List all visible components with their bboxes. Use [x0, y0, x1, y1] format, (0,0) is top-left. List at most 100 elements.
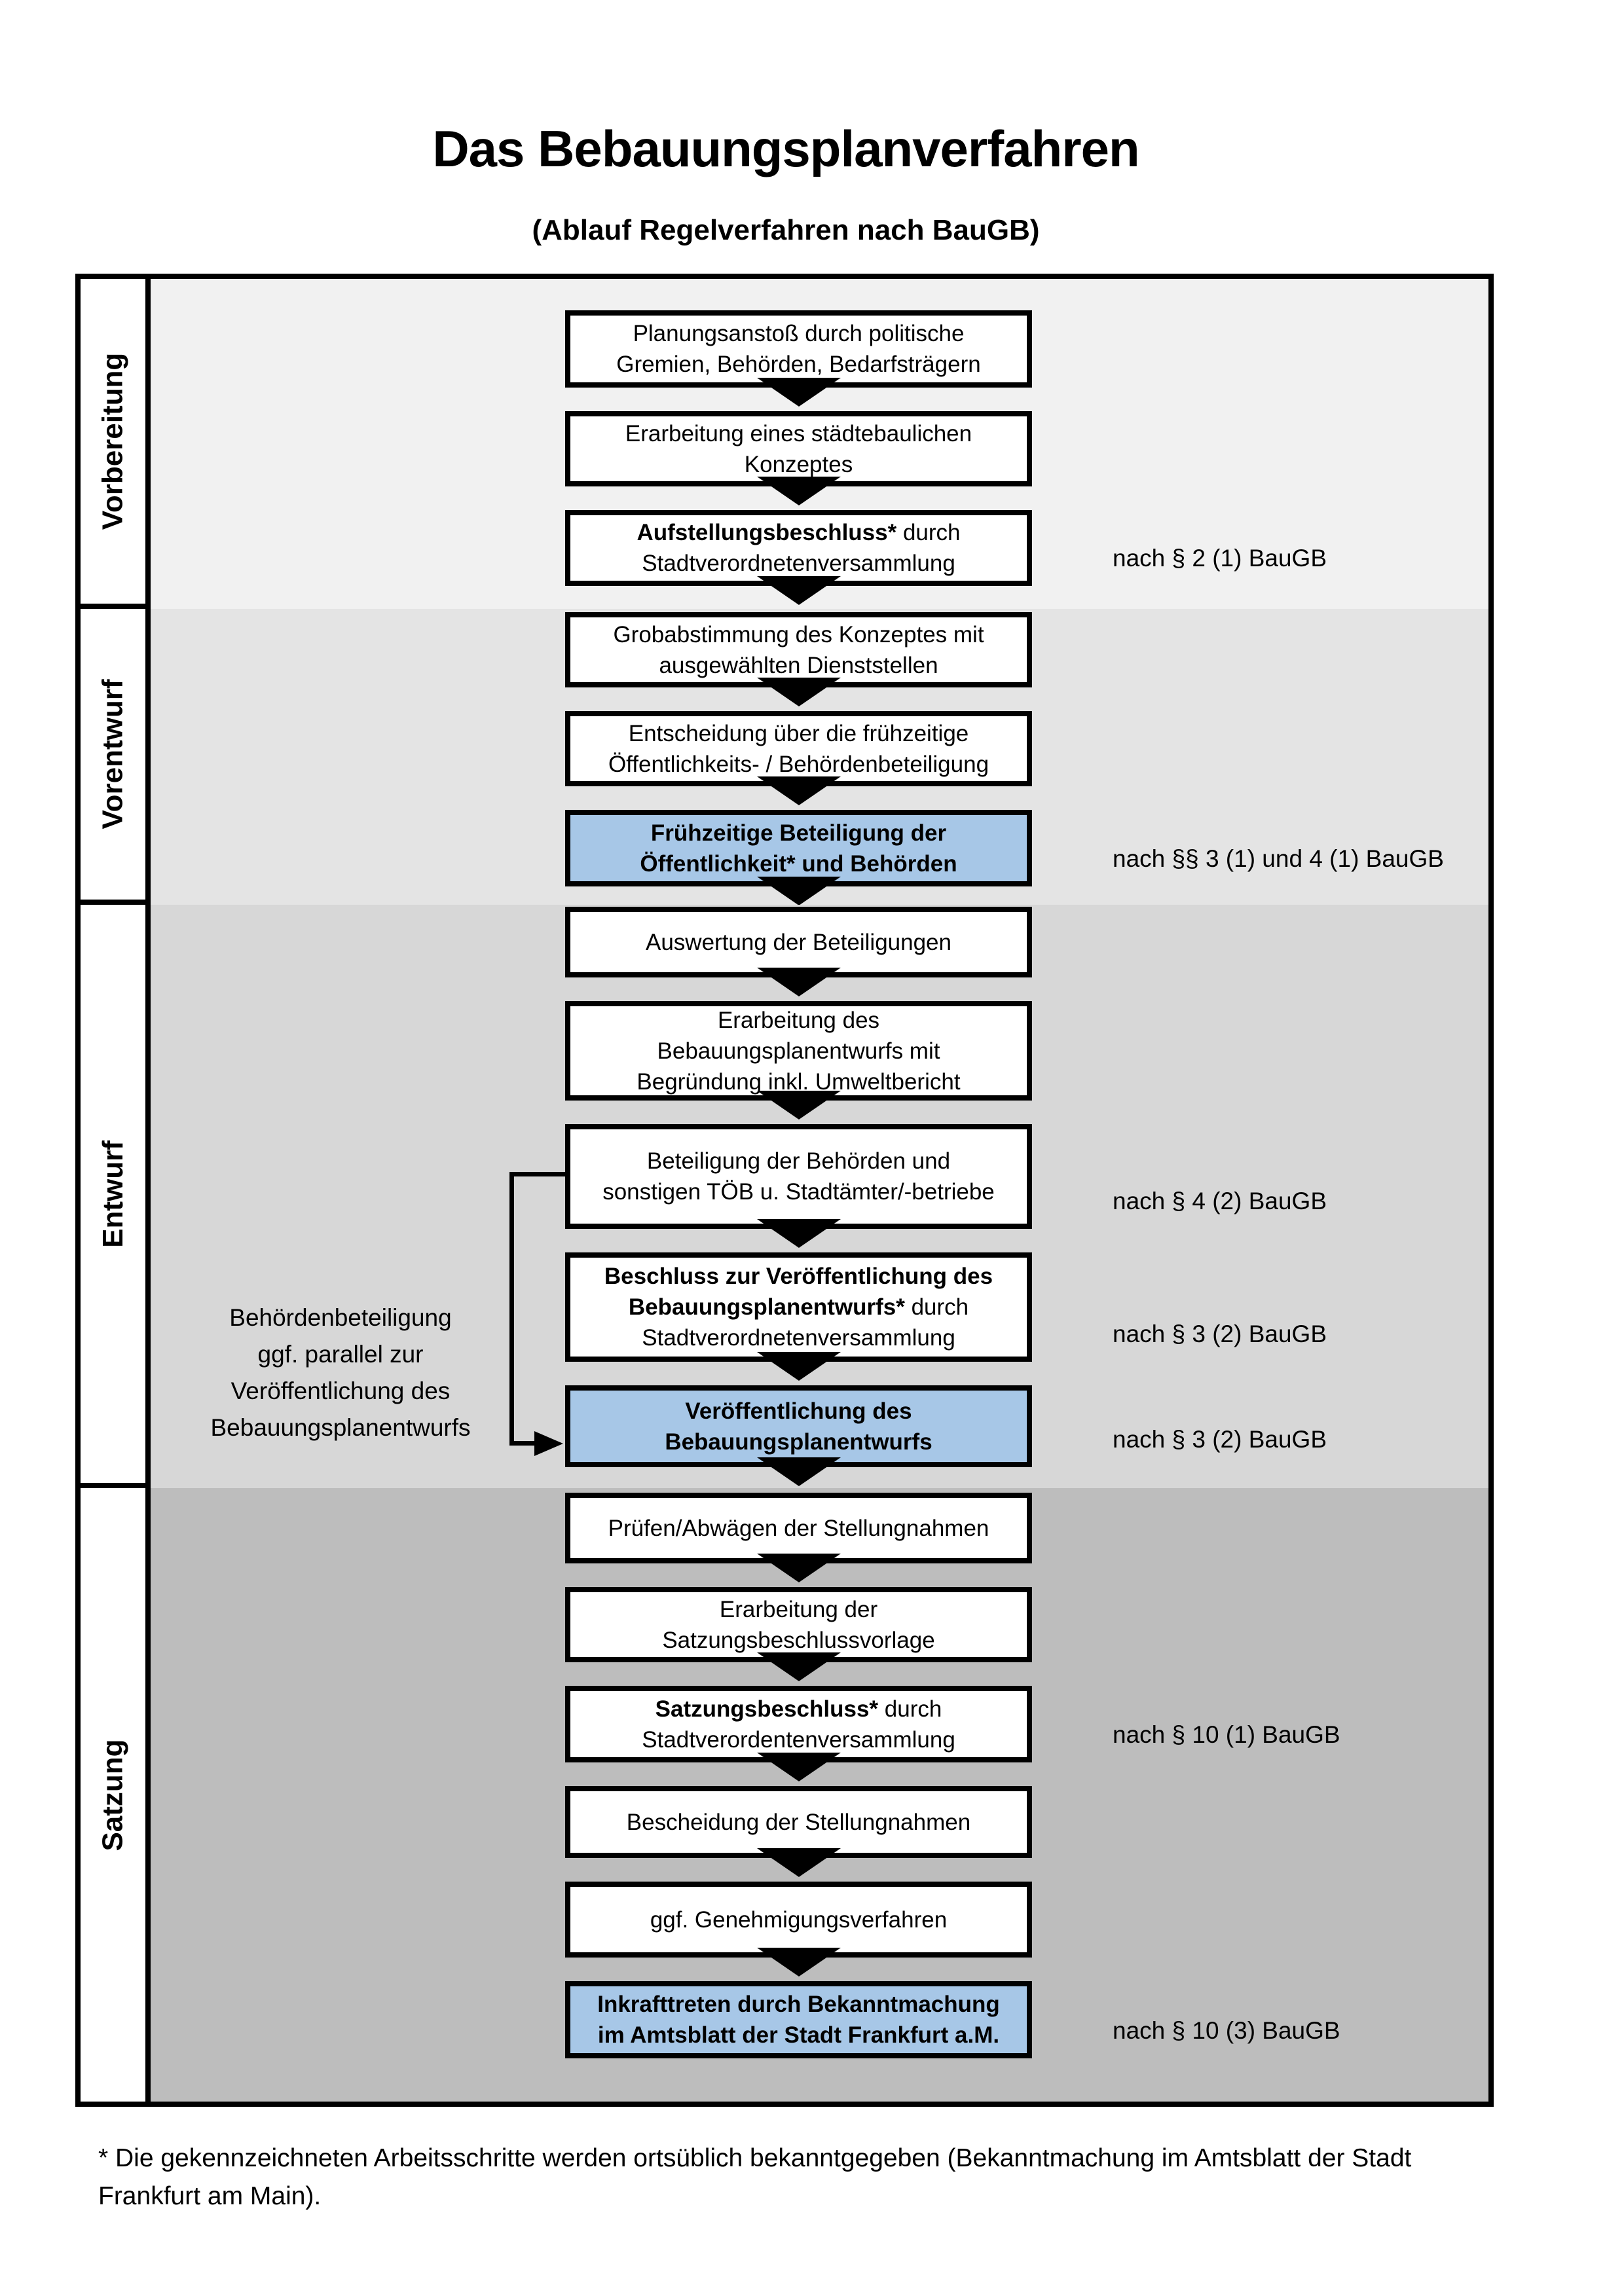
phase-band-vorentwurf: Grobabstimmung des Konzeptes mit ausgewäh… — [151, 609, 1488, 905]
phase-label-satzung: Satzung — [96, 1738, 129, 1851]
arrow-down-icon — [756, 1948, 841, 1977]
legal-reference: nach § 4 (2) BauGB — [1113, 1188, 1327, 1214]
flow-box-text-line: Begründung inkl. Umweltbericht — [637, 1066, 960, 1097]
flow-box-text-line: Frühzeitige Beteiligung der — [651, 818, 946, 848]
flow-box-text: Inkrafttreten — [597, 1992, 731, 2017]
arrow-down-icon — [756, 776, 841, 805]
flow-box-text-line: Öffentlichkeits- / Behördenbeteiligung — [608, 749, 989, 780]
flow-box-text: Beschluss zur Veröffentlichung des — [604, 1264, 993, 1289]
flow-box-text-line: ausgewählten Dienststellen — [659, 650, 938, 681]
arrow-down-icon — [756, 1219, 841, 1248]
flow-box-text-line: ggf. Genehmigungsverfahren — [650, 1904, 947, 1935]
parallel-connector-bottom-segment — [509, 1441, 536, 1446]
legal-reference: nach § 10 (1) BauGB — [1113, 1721, 1340, 1748]
flow-box-text: Öffentlichkeits- / Behördenbeteiligung — [608, 751, 989, 777]
flow-box-text: Frühzeitige Beteiligung der — [650, 820, 947, 846]
flow-box-text-line: Stadtverordnetenversammlung — [642, 1322, 955, 1353]
legal-reference: nach § 2 (1) BauGB — [1113, 545, 1327, 572]
flow-box-text: Auswertung der Beteiligungen — [646, 929, 951, 955]
legal-reference: nach §§ 3 (1) und 4 (1) BauGB — [1113, 845, 1444, 872]
flow-box-text-line: Grobabstimmung des Konzeptes mit — [613, 619, 984, 650]
phase-label-vorbereitung: Vorbereitung — [96, 352, 129, 530]
flow-box-text-line: Bebauungsplanentwurfs* durch — [629, 1292, 969, 1322]
flow-box: Grobabstimmung des Konzeptes mit ausgewäh… — [565, 612, 1032, 706]
parallel-connector-arrow-icon — [534, 1431, 563, 1456]
flow-box-text-line: Stadtverordentenversammlung — [642, 1724, 955, 1755]
flow-box-text: Bebauungsplanentwurfs* — [628, 1294, 905, 1320]
flow-box-text: durch — [904, 1294, 969, 1320]
flow-box-text: Gremien, Behörden, Bedarfsträgern — [616, 352, 981, 377]
phase-label-vorentwurf: Vorentwurf — [96, 679, 129, 829]
parallel-connector-top-segment — [509, 1172, 565, 1176]
flow-box-text: durch — [878, 1696, 942, 1722]
flow-box-text-line: Stadtverordnetenversammlung — [642, 548, 955, 579]
flow-box-text-line: sonstigen TÖB u. Stadtämter/-betriebe — [602, 1176, 995, 1207]
arrow-down-icon — [756, 1457, 841, 1486]
flow-box-text-line: Entscheidung über die frühzeitige — [629, 718, 969, 749]
footnote: * Die gekennzeichneten Arbeitsschritte w… — [98, 2140, 1578, 2215]
phase-cell-vorbereitung: Vorbereitung — [81, 279, 151, 609]
phase-label-column: Vorbereitung Vorentwurf Entwurf Satzung — [81, 279, 151, 2102]
flow-box-text-line: Inkrafttreten durch Bekanntmachung — [597, 1989, 1000, 2020]
parallel-connector-vertical-segment — [509, 1172, 514, 1446]
arrow-down-icon — [756, 477, 841, 505]
flow-box-text: Stadtverordnetenversammlung — [642, 1325, 955, 1351]
flow-box-text-line: Erarbeitung des — [718, 1005, 879, 1036]
flow-box-text: Erarbeitung des — [717, 1007, 880, 1033]
flow-box-text: Öffentlichkeit* und Behörden — [640, 850, 957, 877]
flow-box-text-line: Beschluss zur Veröffentlichung des — [604, 1261, 993, 1292]
arrow-down-icon — [756, 1352, 841, 1381]
arrow-down-icon — [756, 1554, 841, 1582]
flow-box-text: Erarbeitung der — [719, 1596, 878, 1622]
page-subtitle: (Ablauf Regelverfahren nach BauGB) — [532, 214, 1040, 246]
footnote-line: Frankfurt am Main). — [98, 2182, 322, 2210]
flow-box-text-line: Satzungsbeschlussvorlage — [662, 1625, 934, 1656]
flow-box-text-line: Konzeptes — [745, 449, 853, 480]
flow-box: Auswertung der Beteiligungen — [565, 907, 1032, 996]
flow-box-text: Erarbeitung eines städtebaulichen — [625, 420, 972, 446]
flow-box-text-line: Bebauungsplanentwurfs mit — [657, 1036, 940, 1066]
flow-box-text: Grobabstimmung des Konzeptes mit — [613, 621, 984, 647]
flow-box-text-line: Öffentlichkeit* und Behörden — [640, 848, 957, 879]
phase-cell-satzung: Satzung — [81, 1488, 151, 2102]
flow-box-text-line: Aufstellungsbeschluss* durch — [637, 517, 960, 548]
flow-box-text: sonstigen TÖB u. Stadtämter/-betriebe — [602, 1179, 995, 1205]
flow-box-text-line: Gremien, Behörden, Bedarfsträgern — [616, 349, 980, 380]
flow-box-text: im Amtsblatt der Stadt Frankfurt a.M. — [597, 2022, 1000, 2048]
arrow-down-icon — [756, 1652, 841, 1681]
flow-box: ggf. Genehmigungsverfahren — [565, 1882, 1032, 1977]
flow-box-text: Entscheidung über die frühzeitige — [628, 720, 969, 746]
phase-cell-entwurf: Entwurf — [81, 905, 151, 1488]
arrow-down-icon — [756, 576, 841, 605]
flow-box-text-line: Beteiligung der Behörden und — [647, 1146, 950, 1176]
flow-box-text: Satzungsbeschluss* — [655, 1696, 879, 1722]
arrow-down-icon — [756, 378, 841, 407]
flow-box-text: ggf. Genehmigungsverfahren — [650, 1906, 948, 1933]
flow-box-text-line: Planungsanstoß durch politische — [633, 318, 965, 349]
phase-cell-vorentwurf: Vorentwurf — [81, 609, 151, 905]
flow-box-text: Konzeptes — [744, 451, 853, 477]
annotation-line: ggf. parallel zur — [257, 1341, 424, 1368]
flow-box-text: Bebauungsplanentwurfs mit — [657, 1038, 940, 1064]
annotation-line: Veröffentlichung des — [231, 1377, 451, 1404]
arrow-down-icon — [756, 1848, 841, 1877]
arrow-down-icon — [756, 877, 841, 905]
flow-box-text: Prüfen/Abwägen der Stellungnahmen — [608, 1515, 989, 1541]
arrow-down-icon — [756, 1753, 841, 1781]
parallel-annotation: Behördenbeteiligung ggf. parallel zur Ve… — [167, 1300, 514, 1446]
arrow-down-icon — [756, 678, 841, 706]
